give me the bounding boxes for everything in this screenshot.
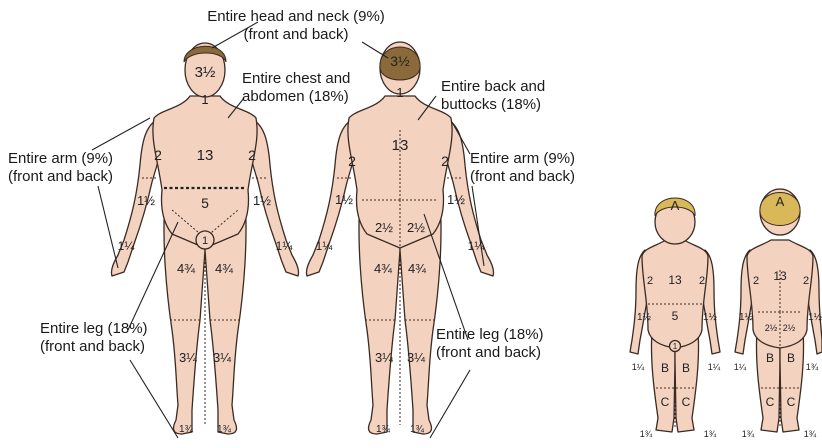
ab-thigh-l-value: 4¾ bbox=[374, 261, 392, 276]
caption-leg-right: Entire leg (18%) (front and back) bbox=[436, 326, 544, 362]
cb-thigh-r-value: B bbox=[787, 351, 795, 365]
cb-foot-r-value: 1¾ bbox=[804, 429, 817, 439]
ab-thigh-r-value: 4¾ bbox=[408, 261, 426, 276]
ab-foot-l-value: 1¾ bbox=[376, 424, 391, 435]
caption-arm-right-line1: Entire arm (9%) bbox=[470, 150, 575, 168]
ab-calf-r-value: 3¼ bbox=[407, 350, 425, 365]
af-hand-r-value: 1¼ bbox=[276, 239, 294, 253]
child-back-figure bbox=[735, 189, 822, 432]
af-foot-r-value: 1¾ bbox=[217, 424, 232, 435]
caption-head-line1: Entire head and neck (9%) bbox=[196, 8, 396, 26]
caption-back-line1: Entire back and bbox=[441, 78, 545, 96]
cb-calf-l-value: C bbox=[766, 395, 775, 409]
child-front-torso bbox=[642, 240, 708, 348]
cf-head-value: A bbox=[671, 198, 680, 213]
caption-chest-line2: abdomen (18%) bbox=[242, 88, 350, 106]
cb-buttock-l-value: 2½ bbox=[765, 323, 778, 333]
cb-forearm-l-value: 1½ bbox=[739, 312, 754, 323]
caption-chest-line1: Entire chest and bbox=[242, 70, 350, 88]
ab-foot-r-value: 1¾ bbox=[410, 424, 425, 435]
ab-hand-r-value: 1¼ bbox=[468, 239, 486, 253]
caption-leg-left-line1: Entire leg (18%) bbox=[40, 320, 148, 338]
ab-buttock-l-value: 2½ bbox=[375, 220, 393, 235]
cb-forearm-r-value: 1½ bbox=[808, 312, 822, 323]
cf-chest-value: 13 bbox=[668, 273, 682, 287]
cf-genital-value: 1 bbox=[673, 342, 678, 351]
af-abdomen-value: 5 bbox=[201, 195, 209, 211]
cf-hand-r-value: 1¼ bbox=[708, 362, 721, 372]
ab-upper-arm-l-value: 2 bbox=[348, 153, 356, 169]
caption-chest-abdomen: Entire chest and abdomen (18%) bbox=[242, 70, 350, 106]
af-forearm-l-value: 1½ bbox=[137, 193, 155, 208]
cb-thigh-l-value: B bbox=[766, 351, 774, 365]
ab-forearm-l-value: 1½ bbox=[335, 192, 353, 207]
cf-forearm-r-value: 1½ bbox=[703, 312, 718, 323]
cb-upper-arm-r-value: 2 bbox=[803, 275, 809, 287]
cf-foot-r-value: 1¾ bbox=[704, 429, 717, 439]
af-forearm-r-value: 1½ bbox=[253, 193, 271, 208]
cb-hand-r-value: 1¾ bbox=[806, 362, 819, 372]
af-head-value: 3½ bbox=[195, 64, 216, 81]
caption-leg-left: Entire leg (18%) (front and back) bbox=[40, 320, 148, 356]
af-genital-value: 1 bbox=[202, 235, 208, 247]
caption-back-buttocks: Entire back and buttocks (18%) bbox=[441, 78, 545, 114]
cb-buttock-r-value: 2½ bbox=[783, 323, 796, 333]
af-thigh-l-value: 4¾ bbox=[177, 261, 195, 276]
ab-calf-l-value: 3¼ bbox=[375, 350, 393, 365]
cb-upper-arm-l-value: 2 bbox=[753, 275, 759, 287]
caption-arm-left: Entire arm (9%) (front and back) bbox=[8, 150, 113, 186]
cb-calf-r-value: C bbox=[787, 395, 796, 409]
cf-calf-r-value: C bbox=[682, 395, 691, 409]
cf-foot-l-value: 1¾ bbox=[640, 429, 653, 439]
caption-arm-left-line1: Entire arm (9%) bbox=[8, 150, 113, 168]
cf-calf-l-value: C bbox=[661, 395, 670, 409]
ab-back-value: 13 bbox=[392, 137, 409, 154]
caption-arm-left-line2: (front and back) bbox=[8, 168, 113, 186]
af-calf-l-value: 3¼ bbox=[179, 350, 197, 365]
af-calf-r-value: 3¼ bbox=[213, 350, 231, 365]
af-hand-l-value: 1¼ bbox=[118, 239, 136, 253]
af-chest-value: 13 bbox=[197, 147, 214, 164]
cb-back-value: 13 bbox=[773, 269, 787, 283]
caption-head-line2: (front and back) bbox=[196, 26, 396, 44]
caption-leg-right-line2: (front and back) bbox=[436, 344, 544, 362]
ab-head-value: 3½ bbox=[390, 53, 410, 69]
af-upper-arm-r-value: 2 bbox=[248, 147, 256, 163]
af-foot-l-value: 1¾ bbox=[179, 424, 194, 435]
cb-foot-l-value: 1¾ bbox=[742, 429, 755, 439]
ab-forearm-r-value: 1½ bbox=[447, 192, 465, 207]
cf-hand-l-value: 1¼ bbox=[632, 362, 645, 372]
cf-thigh-r-value: B bbox=[682, 361, 690, 375]
caption-leg-left-line2: (front and back) bbox=[40, 338, 148, 356]
ab-neck-value: 1 bbox=[396, 85, 403, 100]
af-neck-value: 1 bbox=[201, 92, 208, 107]
cf-abdomen-value: 5 bbox=[672, 309, 679, 323]
caption-leg-right-line1: Entire leg (18%) bbox=[436, 326, 544, 344]
ab-upper-arm-r-value: 2 bbox=[441, 153, 449, 169]
adult-front-torso bbox=[153, 96, 257, 248]
cb-head-value: A bbox=[776, 194, 785, 209]
caption-head-neck: Entire head and neck (9%) (front and bac… bbox=[196, 8, 396, 44]
af-thigh-r-value: 4¾ bbox=[215, 261, 233, 276]
caption-arm-right: Entire arm (9%) (front and back) bbox=[470, 150, 575, 186]
af-upper-arm-l-value: 2 bbox=[154, 147, 162, 163]
cf-forearm-l-value: 1½ bbox=[637, 312, 652, 323]
ab-buttock-r-value: 2½ bbox=[407, 220, 425, 235]
cf-upper-arm-r-value: 2 bbox=[699, 275, 705, 287]
ab-hand-l-value: 1¼ bbox=[316, 239, 334, 253]
cb-hand-l-value: 1¼ bbox=[734, 362, 747, 372]
caption-arm-right-line2: (front and back) bbox=[470, 168, 575, 186]
cf-thigh-l-value: B bbox=[661, 361, 669, 375]
cf-upper-arm-l-value: 2 bbox=[647, 275, 653, 287]
caption-back-line2: buttocks (18%) bbox=[441, 96, 545, 114]
